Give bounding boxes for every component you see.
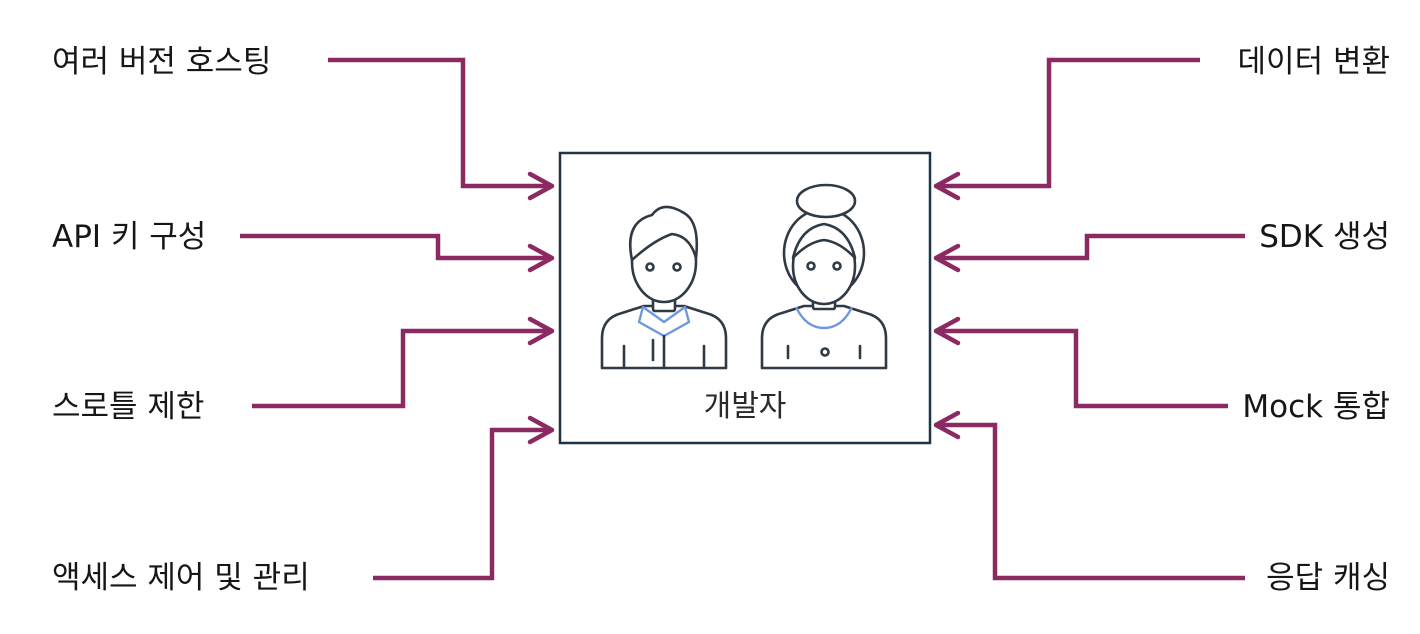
developer-woman-icon bbox=[760, 183, 888, 370]
connector-response-caching bbox=[938, 422, 1245, 581]
arrowhead-access-control bbox=[527, 415, 555, 445]
connector-multiple-versions bbox=[328, 57, 550, 189]
feature-label-sdk-generation: SDK 생성 bbox=[1259, 219, 1390, 255]
feature-label-throttling: 스로틀 제한 bbox=[52, 389, 204, 425]
feature-label-mock-integration: Mock 통합 bbox=[1242, 389, 1390, 425]
developer-box bbox=[558, 151, 932, 445]
connector-mock-integration bbox=[938, 328, 1228, 409]
connector-sdk-generation bbox=[938, 233, 1245, 261]
connector-throttling bbox=[252, 328, 550, 409]
arrowhead-multiple-versions bbox=[527, 171, 555, 201]
connector-api-keys bbox=[240, 233, 550, 261]
arrowhead-sdk-generation bbox=[933, 243, 961, 273]
feature-label-api-keys: API 키 구성 bbox=[52, 219, 206, 255]
feature-label-data-transform: 데이터 변환 bbox=[1238, 44, 1390, 80]
connector-data-transform bbox=[938, 57, 1200, 189]
developer-man-icon bbox=[600, 205, 728, 370]
connector-access-control bbox=[373, 427, 550, 581]
arrowhead-api-keys bbox=[527, 243, 555, 273]
developer-label: 개발자 bbox=[704, 389, 787, 424]
arrowhead-throttling bbox=[527, 316, 555, 346]
arrowhead-response-caching bbox=[933, 410, 961, 440]
feature-label-multiple-versions: 여러 버전 호스팅 bbox=[52, 44, 271, 80]
feature-label-access-control: 액세스 제어 및 관리 bbox=[52, 560, 310, 596]
arrowhead-mock-integration bbox=[933, 316, 961, 346]
feature-label-response-caching: 응답 캐싱 bbox=[1266, 560, 1390, 596]
arrowhead-data-transform bbox=[933, 171, 961, 201]
